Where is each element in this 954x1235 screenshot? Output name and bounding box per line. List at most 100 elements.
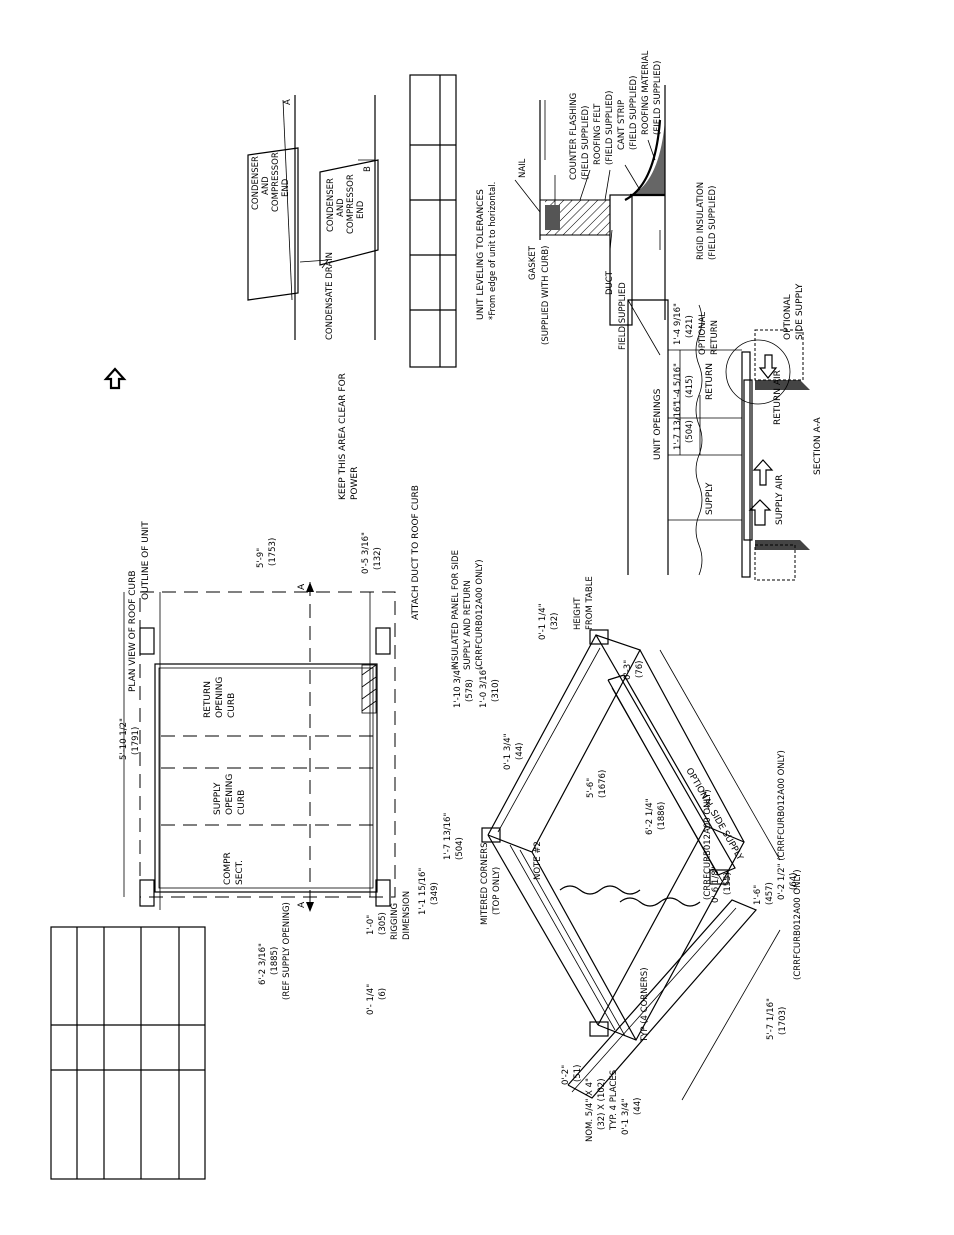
svg-text:(504): (504) [455,837,465,860]
mitered-label: MITERED CORNERS [480,843,490,926]
dim-overall: 5'-10 1/2" [119,718,129,760]
svg-text:(32): (32) [550,613,560,630]
dim-iso-0-3: 0'-3" [623,660,633,680]
svg-text:OPENING: OPENING [225,774,235,815]
curb-table [50,926,206,1180]
svg-text:(CRRFCURB012A00 ONLY): (CRRFCURB012A00 ONLY) [793,869,803,980]
svg-text:TYP. 4 PLACES: TYP. 4 PLACES [609,1070,619,1131]
height-label: HEIGHT [573,597,583,630]
dim-iso-0-6: 0'-6 1/8" [711,866,721,903]
gasket-label: GASKET [528,245,538,280]
svg-text:FIELD SUPPLIED: FIELD SUPPLIED [618,282,628,350]
svg-text:(1676): (1676) [598,770,608,798]
unit-outline [139,591,396,898]
svg-text:(44): (44) [515,743,525,760]
section-supply-label: SUPPLY [705,482,715,515]
leveling-table [409,74,457,368]
section-title: SECTION A-A [813,416,823,475]
svg-text:(578): (578) [465,679,475,702]
section-mark-top: A [297,583,307,590]
duct-label: DUCT [605,270,615,295]
dim-iso-0-2: 0'-2" [561,1065,571,1085]
svg-text:POWER: POWER [350,467,360,500]
insulated-panel-label: INSULATED PANEL FOR SIDE [451,550,461,670]
leveling-title: UNIT LEVELING TOLERANCES [476,189,486,320]
iso-curb-view [481,629,781,1101]
curb-outline [154,663,378,893]
roofing-felt-label: ROOFING FELT [593,103,603,165]
svg-text:(349): (349) [430,882,440,905]
dim-iso-1-6: 1'-6" [753,885,763,905]
leveling-subtitle: *From edge of unit to horizontal. [488,182,498,320]
svg-text:CURB: CURB [227,693,237,718]
nom-label: NOM. 5/4" X 4" [585,1078,595,1142]
svg-text:SECT.: SECT. [235,860,245,885]
typ-corners-label: TYP (4 CORNERS) [640,967,650,1043]
svg-text:(1753): (1753) [268,538,278,566]
keep-clear-label: KEEP THIS AREA CLEAR FOR [338,373,348,500]
section-mark-bottom: A [297,901,307,908]
svg-text:RIGGING: RIGGING [390,903,400,940]
plan-view-label: PLAN VIEW OF ROOF CURB [128,570,138,692]
svg-text:COMPRESSOR: COMPRESSOR [271,152,281,212]
outline-label: OUTLINE OF UNIT [141,521,151,600]
section-optional-side-supply-label: OPTIONAL [783,294,793,340]
svg-text:(CRRFCURB012A00 ONLY): (CRRFCURB012A00 ONLY) [475,559,485,670]
svg-text:COMPRESSOR: COMPRESSOR [346,174,356,234]
svg-text:(421): (421) [685,315,695,338]
svg-text:(457): (457) [765,882,775,905]
svg-text:(TOP ONLY): (TOP ONLY) [492,867,502,915]
svg-text:(1791): (1791) [131,727,141,755]
condenser-label-1: CONDENSER [251,156,261,210]
svg-text:(FIELD SUPPLIED): (FIELD SUPPLIED) [653,61,663,135]
svg-text:(32) X (102): (32) X (102) [597,1078,607,1130]
dim-section-1-7: 1'-7 13/16" [673,403,683,450]
dim-supply-ref: 6'-2 3/16" [258,943,268,985]
condensate-drain-label: CONDENSATE DRAIN [325,252,335,340]
svg-text:(REF SUPPLY OPENING): (REF SUPPLY OPENING) [282,902,292,1000]
svg-text:AND: AND [261,176,271,195]
svg-text:(310): (310) [491,679,501,702]
dim-iso-5-7: 5'-7 1/16" [766,998,776,1040]
optional-return-label: OPTIONAL [698,312,708,355]
svg-text:RETURN: RETURN [710,320,720,355]
dim-iso-0-2-12: 0'-2 1/2" (CRRFCURB012A00 ONLY) [777,750,787,900]
mark-b: B [363,166,373,172]
svg-text:END: END [281,178,291,197]
rigid-insulation-label: RIGID INSULATION [696,182,706,260]
svg-text:(44): (44) [633,1098,643,1115]
svg-text:(415): (415) [685,375,695,398]
return-air-label: RETURN AIR [773,370,783,425]
svg-text:(1886): (1886) [657,802,667,830]
svg-text:FROM TABLE: FROM TABLE [585,576,595,630]
condensate-diagrams [247,95,379,340]
svg-text:(305): (305) [378,912,388,935]
dim-1-1: 1'-1 15/16" [418,868,428,915]
dim-1-0-3: 1'-0 3/16" [479,666,489,708]
svg-text:SIDE SUPPLY: SIDE SUPPLY [795,283,805,340]
svg-text:(504): (504) [685,420,695,443]
optional-side-supply-label: OPTIONAL SIDE SUPPLY [683,767,744,863]
svg-text:DIMENSION: DIMENSION [402,891,412,940]
cant-strip-label: CANT STRIP [617,100,627,150]
dim-iso-0-1-34-top: 0'-1 3/4" [503,733,513,770]
svg-text:(FIELD SUPPLIED): (FIELD SUPPLIED) [581,106,591,180]
svg-text:(64): (64) [789,873,799,890]
svg-text:AND: AND [336,198,346,217]
svg-text:(132): (132) [373,547,383,570]
svg-text:(1885): (1885) [270,947,280,975]
mark-a: A [283,99,293,105]
return-curb-label: RETURN [203,681,213,718]
counter-flashing-label: COUNTER FLASHING [569,93,579,180]
compr-label: COMPR [223,852,233,885]
svg-text:(FIELD SUPPLIED): (FIELD SUPPLIED) [708,186,718,260]
nail-label: NAIL [518,158,528,178]
svg-text:OPENING: OPENING [215,677,225,718]
svg-text:END: END [356,200,366,219]
unit-openings-label: UNIT OPENINGS [653,388,663,460]
dim-section-1-4-516: 1'-4 5/16" [673,363,683,405]
dim-iso-0-1-14: 0'-1 1/4" [538,603,548,640]
dim-1-10: 1'-10 3/4" [453,666,463,708]
dim-iso-5-6: 5'-6" [586,778,596,798]
